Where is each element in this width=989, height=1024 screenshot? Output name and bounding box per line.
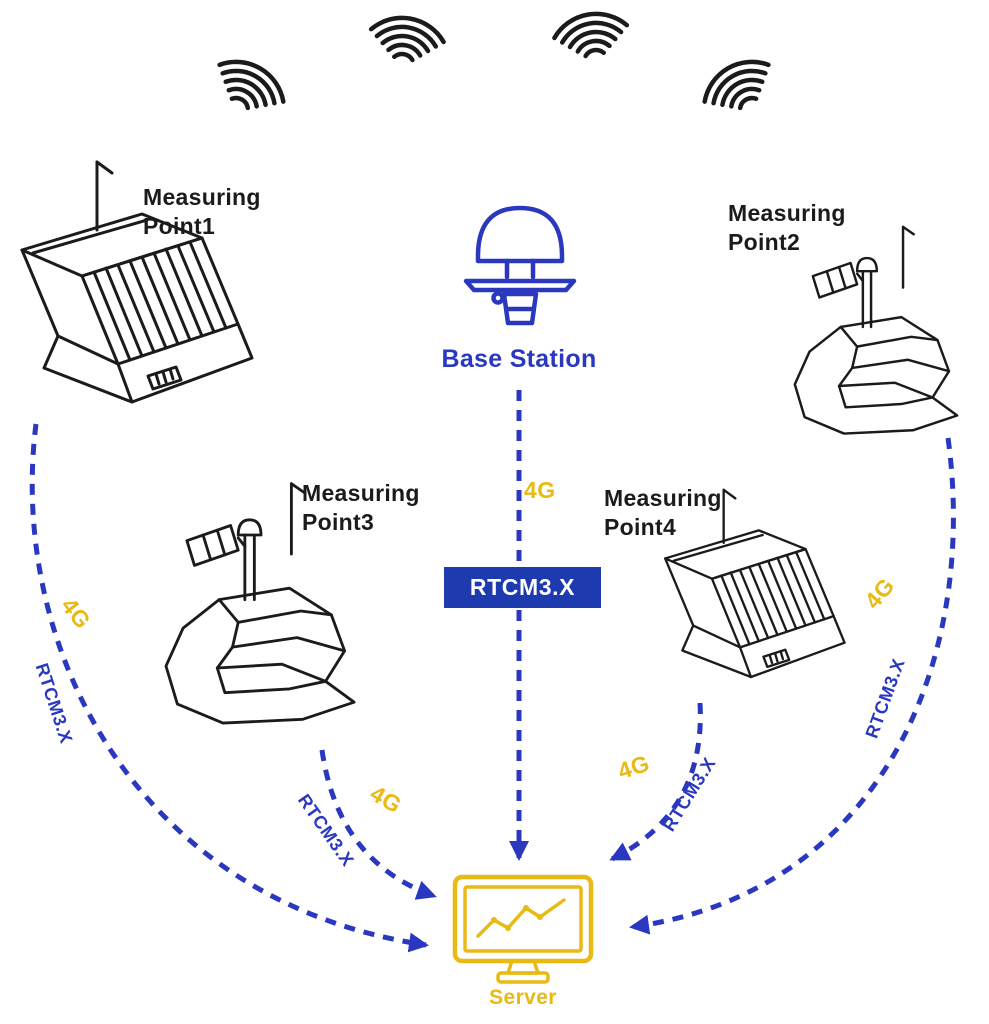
measuring-point1-label: Measuring Point1 (143, 184, 261, 240)
base-station-icon (463, 205, 577, 326)
rtcm-protocol-box: RTCM3.X (444, 567, 601, 608)
measuring-point3-label: Measuring Point3 (302, 480, 420, 536)
slope-illustration-point2 (793, 225, 959, 435)
base-station-label: Base Station (441, 345, 597, 373)
data-links (29, 390, 956, 953)
signal-arcs-icon (696, 50, 780, 122)
server-chart-dots (491, 905, 543, 931)
signal-arcs-icon (208, 50, 292, 122)
signal-arcs-icon (551, 8, 630, 61)
satellite-signal-icons (208, 8, 780, 121)
link-point1-to-server (29, 423, 429, 953)
measuring-point2-label: Measuring Point2 (728, 200, 846, 256)
server-label: Server (489, 986, 557, 1009)
link-point4-to-server (609, 702, 703, 862)
measuring-point4-label: Measuring Point4 (604, 485, 722, 541)
link-point3-to-server (319, 749, 437, 900)
server-icon (452, 874, 594, 984)
edge-label-4g-center: 4G (524, 477, 556, 503)
signal-arcs-icon (367, 12, 446, 65)
link-point2-to-server (629, 437, 956, 935)
server-chart-line (476, 898, 566, 938)
